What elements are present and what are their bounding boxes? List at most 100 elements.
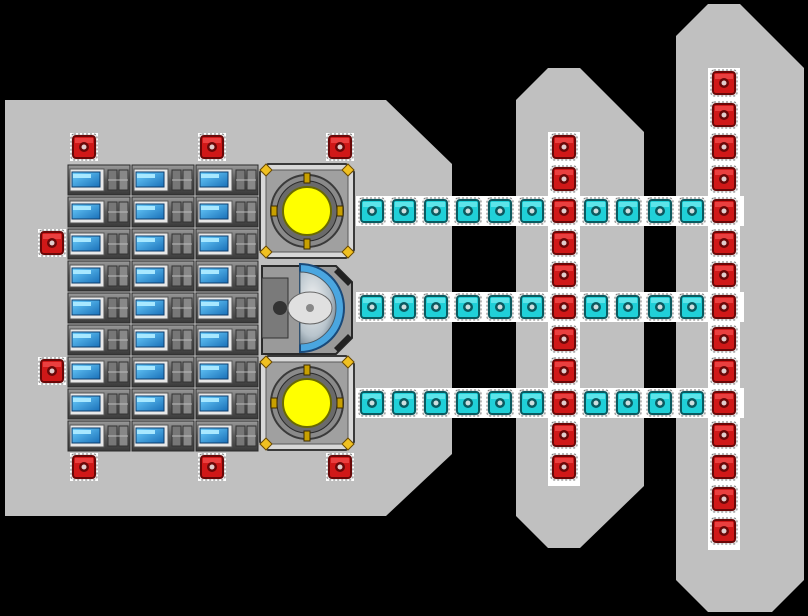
cyan-conduit-node[interactable] <box>678 293 706 321</box>
battery-cell[interactable] <box>131 292 195 324</box>
red-power-node[interactable] <box>710 229 738 257</box>
red-power-node[interactable] <box>710 357 738 385</box>
battery-bank <box>67 164 259 452</box>
cyan-conduit-node[interactable] <box>358 293 386 321</box>
battery-cell[interactable] <box>131 164 195 196</box>
battery-cell[interactable] <box>131 228 195 260</box>
cyan-conduit-node[interactable] <box>486 197 514 225</box>
cyan-conduit-node[interactable] <box>518 389 546 417</box>
battery-cell[interactable] <box>67 356 131 388</box>
cyan-conduit-node[interactable] <box>390 293 418 321</box>
cyan-conduit-node[interactable] <box>518 197 546 225</box>
cyan-conduit-node[interactable] <box>518 293 546 321</box>
battery-cell[interactable] <box>131 420 195 452</box>
red-power-node[interactable] <box>710 325 738 353</box>
cyan-conduit-node[interactable] <box>454 389 482 417</box>
red-power-node[interactable] <box>198 453 226 481</box>
battery-cell[interactable] <box>67 196 131 228</box>
red-power-node[interactable] <box>710 69 738 97</box>
red-power-node[interactable] <box>710 485 738 513</box>
red-power-node[interactable] <box>710 261 738 289</box>
red-power-node[interactable] <box>550 229 578 257</box>
cyan-conduit-node[interactable] <box>486 389 514 417</box>
battery-cell[interactable] <box>195 196 259 228</box>
red-power-node[interactable] <box>70 133 98 161</box>
battery-cell[interactable] <box>195 356 259 388</box>
battery-cell[interactable] <box>67 164 131 196</box>
red-power-node[interactable] <box>710 133 738 161</box>
red-power-node[interactable] <box>710 293 738 321</box>
cyan-conduit-node[interactable] <box>614 389 642 417</box>
red-power-node[interactable] <box>710 197 738 225</box>
cyan-conduit-node[interactable] <box>390 389 418 417</box>
red-power-node[interactable] <box>550 453 578 481</box>
red-power-node[interactable] <box>550 389 578 417</box>
cyan-conduit-node[interactable] <box>646 293 674 321</box>
battery-cell[interactable] <box>67 292 131 324</box>
red-power-node[interactable] <box>710 453 738 481</box>
red-power-node[interactable] <box>326 133 354 161</box>
cyan-conduit-node[interactable] <box>422 389 450 417</box>
red-power-node[interactable] <box>710 389 738 417</box>
red-power-node[interactable] <box>38 357 66 385</box>
battery-cell[interactable] <box>131 260 195 292</box>
cyan-conduit-node[interactable] <box>422 197 450 225</box>
cyan-conduit-node[interactable] <box>678 389 706 417</box>
reactor-top[interactable] <box>259 163 355 259</box>
cyan-conduit-node[interactable] <box>454 197 482 225</box>
battery-cell[interactable] <box>67 388 131 420</box>
red-power-node[interactable] <box>550 421 578 449</box>
reactor-bottom[interactable] <box>259 355 355 451</box>
battery-cell[interactable] <box>195 228 259 260</box>
battery-cell[interactable] <box>131 356 195 388</box>
cyan-conduit-node[interactable] <box>614 293 642 321</box>
cyan-conduit-node[interactable] <box>582 197 610 225</box>
red-power-node[interactable] <box>550 357 578 385</box>
red-power-node[interactable] <box>710 101 738 129</box>
red-power-node[interactable] <box>550 133 578 161</box>
cyan-conduit-node[interactable] <box>646 389 674 417</box>
cyan-conduit-node[interactable] <box>358 197 386 225</box>
red-power-node[interactable] <box>710 165 738 193</box>
control-pod[interactable] <box>261 262 353 355</box>
cyan-conduit-node[interactable] <box>486 293 514 321</box>
red-power-node[interactable] <box>550 261 578 289</box>
battery-cell[interactable] <box>67 228 131 260</box>
battery-cell[interactable] <box>67 420 131 452</box>
red-power-node[interactable] <box>38 229 66 257</box>
red-power-node[interactable] <box>550 197 578 225</box>
battery-cell[interactable] <box>195 388 259 420</box>
cyan-conduit-node[interactable] <box>358 389 386 417</box>
cyan-conduit-node[interactable] <box>614 197 642 225</box>
battery-cell[interactable] <box>67 260 131 292</box>
cyan-conduit-node[interactable] <box>582 293 610 321</box>
cyan-conduit-node[interactable] <box>454 293 482 321</box>
cyan-conduit-node[interactable] <box>582 389 610 417</box>
battery-cell[interactable] <box>195 292 259 324</box>
battery-cell[interactable] <box>195 324 259 356</box>
battery-cell[interactable] <box>67 324 131 356</box>
cyan-conduit-node[interactable] <box>422 293 450 321</box>
battery-cell[interactable] <box>131 196 195 228</box>
red-power-node[interactable] <box>70 453 98 481</box>
battery-cell[interactable] <box>131 324 195 356</box>
red-power-node[interactable] <box>710 517 738 545</box>
red-power-node[interactable] <box>326 453 354 481</box>
cyan-conduit-node[interactable] <box>390 197 418 225</box>
red-power-node[interactable] <box>550 293 578 321</box>
cyan-conduit-nodes <box>358 197 706 417</box>
cyan-conduit-node[interactable] <box>646 197 674 225</box>
battery-cell[interactable] <box>195 260 259 292</box>
battery-cell[interactable] <box>131 388 195 420</box>
battery-cell[interactable] <box>195 164 259 196</box>
battery-cell[interactable] <box>195 420 259 452</box>
red-power-node[interactable] <box>710 421 738 449</box>
reactor-core <box>282 186 332 236</box>
red-power-node[interactable] <box>550 165 578 193</box>
cyan-conduit-node[interactable] <box>678 197 706 225</box>
red-power-nodes <box>38 69 738 545</box>
red-power-node[interactable] <box>550 325 578 353</box>
red-power-node[interactable] <box>198 133 226 161</box>
